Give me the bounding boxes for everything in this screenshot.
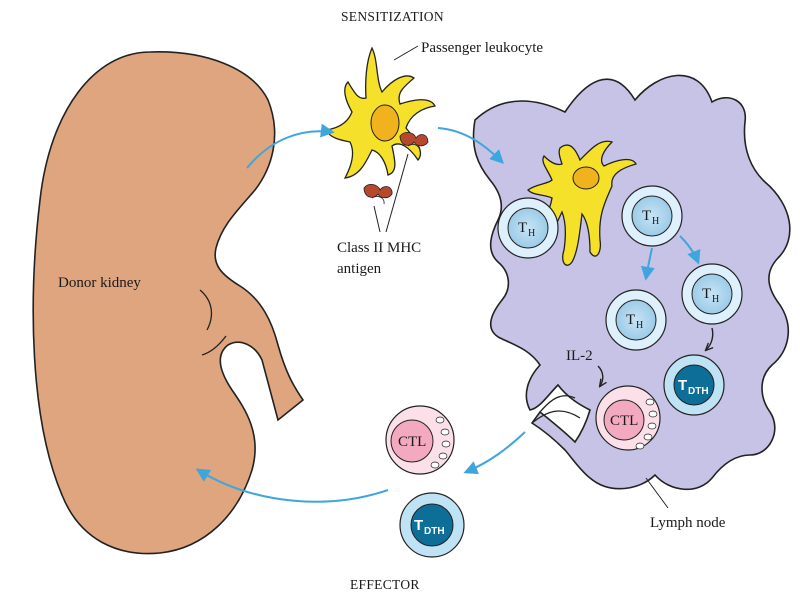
sensitization-title: SENSITIZATION [341,9,444,24]
il2-label: IL-2 [566,348,593,364]
ctl-effector-label: CTL [398,434,426,450]
lymph-vessel-lower [531,410,581,424]
arrow-th-to-th4 [679,235,701,265]
th-cell-3: T H [605,289,667,351]
th-cell-2-sub: H [652,216,659,227]
arrow-effector-to-kidney [195,468,389,503]
tdth-lymph-label: T [678,377,687,394]
passenger-leukocyte-leader [393,45,419,61]
class-ii-antigen-label: antigen [337,261,382,277]
th-cell-3-label: T [626,312,635,328]
flow-arrows [195,123,701,503]
class-ii-mhc-molecules [363,132,429,205]
th-cell-4: T H [681,263,743,325]
kidney-hilum-upper [199,289,213,331]
th-cell-3-sub: H [636,320,643,331]
th-cell-1-label: T [518,220,527,236]
arrow-kidney-to-leukocyte [246,123,335,169]
th-cell-1-sub: H [528,228,535,239]
lymph-vessel-upper [539,395,576,413]
ctl-cell-lymph: CTL [595,385,661,451]
arrow-th-to-th3 [640,247,655,281]
tdth-lymph-sub: DTH [688,386,709,397]
lymph-node-label: Lymph node [650,515,726,531]
donor-kidney-shape [32,51,305,555]
lymph-node-leader [645,477,669,509]
donor-kidney-label: Donor kidney [58,275,141,291]
arrow-th4-to-tdth [706,327,714,350]
class-ii-mhc-label: Class II MHC [337,240,421,256]
ctl-cell-effector: CTL [385,405,455,475]
ctl-lymph-label: CTL [610,413,638,429]
passenger-leukocyte-label: Passenger leukocyte [421,40,543,56]
th-cell-2-label: T [642,208,651,224]
arrow-il2 [597,365,603,386]
arrow-leukocyte-to-node [437,127,504,164]
leukocyte-nucleus [370,104,400,142]
kidney-hilum-lower [201,335,227,356]
class-ii-leader-1 [373,205,381,233]
th-cell-1: T H [497,197,559,259]
th-cell-4-sub: H [712,294,719,305]
tdth-cell-effector: T DTH [399,492,465,558]
tdth-cell-lymph: T DTH [663,354,725,416]
lymph-node-leukocyte [527,140,637,266]
th-cell-4-label: T [702,286,711,302]
class-ii-leader-2 [385,153,409,233]
th-cell-2: T H [621,185,683,247]
tdth-effector-sub: DTH [424,526,445,537]
tdth-effector-label: T [414,517,423,534]
arrow-node-to-effector [463,431,526,475]
effector-title: EFFECTOR [350,577,420,592]
lymph-leukocyte-nucleus [572,166,600,190]
